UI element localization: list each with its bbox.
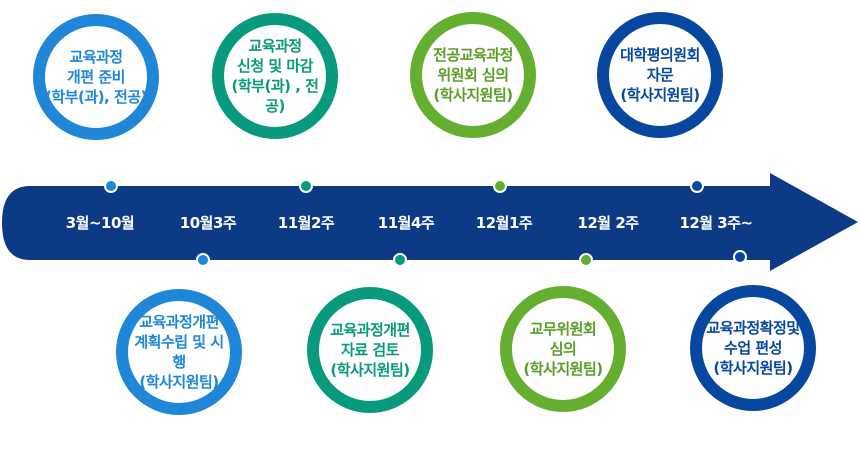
stop-label-1: 3월~10월: [65, 214, 135, 232]
lower-step-2-text: 교육과정개편 자료 검토 (학사지원팀): [330, 321, 410, 379]
lower-step-1-dot: [196, 253, 210, 267]
stop-label-7: 12월 3주~: [679, 214, 753, 232]
stop-label-2: 10월3주: [179, 214, 237, 232]
lower-step-3-dot: [579, 253, 593, 267]
lower-step-2-circle: 교육과정개편 자료 검토 (학사지원팀): [307, 287, 433, 413]
lower-step-4-circle: 교육과정확정및 수업 편성 (학사지원팀): [690, 285, 816, 411]
lower-step-4-text: 교육과정확정및 수업 편성 (학사지원팀): [706, 319, 800, 377]
upper-step-4-text: 대학평의원회 자문 (학사지원팀): [620, 46, 700, 104]
upper-step-3-circle: 전공교육과정 위원회 심의 (학사지원팀): [410, 12, 536, 138]
lower-step-1-text: 교육과정개편 계획수립 및 시행 (학사지원팀): [134, 313, 224, 391]
upper-step-2-dot: [299, 179, 313, 193]
upper-step-3-dot: [493, 179, 507, 193]
timeline-arrow-shape: [2, 173, 858, 271]
upper-step-1-dot: [104, 179, 118, 193]
lower-step-1-circle: 교육과정개편 계획수립 및 시행 (학사지원팀): [116, 289, 242, 415]
upper-step-2-circle: 교육과정 신청 및 마감 (학부(과) , 전공): [212, 13, 338, 139]
stop-label-5: 12월1주: [475, 214, 533, 232]
lower-step-4-dot: [733, 250, 747, 264]
stop-label-3: 11월2주: [277, 214, 335, 232]
upper-step-4-circle: 대학평의원회 자문 (학사지원팀): [597, 12, 723, 138]
upper-step-3-text: 전공교육과정 위원회 심의 (학사지원팀): [433, 46, 513, 104]
upper-step-1-circle: 교육과정 개편 준비 (학부(과), 전공): [33, 14, 159, 140]
lower-step-2-dot: [393, 253, 407, 267]
stop-label-4: 11월4주: [377, 214, 435, 232]
stop-label-6: 12월 2주: [577, 214, 639, 232]
upper-step-2-text: 교육과정 신청 및 마감 (학부(과) , 전공): [231, 37, 319, 115]
lower-step-3-text: 교무위원회 심의 (학사지원팀): [523, 320, 603, 378]
lower-step-3-circle: 교무위원회 심의 (학사지원팀): [500, 286, 626, 412]
upper-step-4-dot: [690, 179, 704, 193]
upper-step-1-text: 교육과정 개편 준비 (학부(과), 전공): [45, 48, 147, 106]
